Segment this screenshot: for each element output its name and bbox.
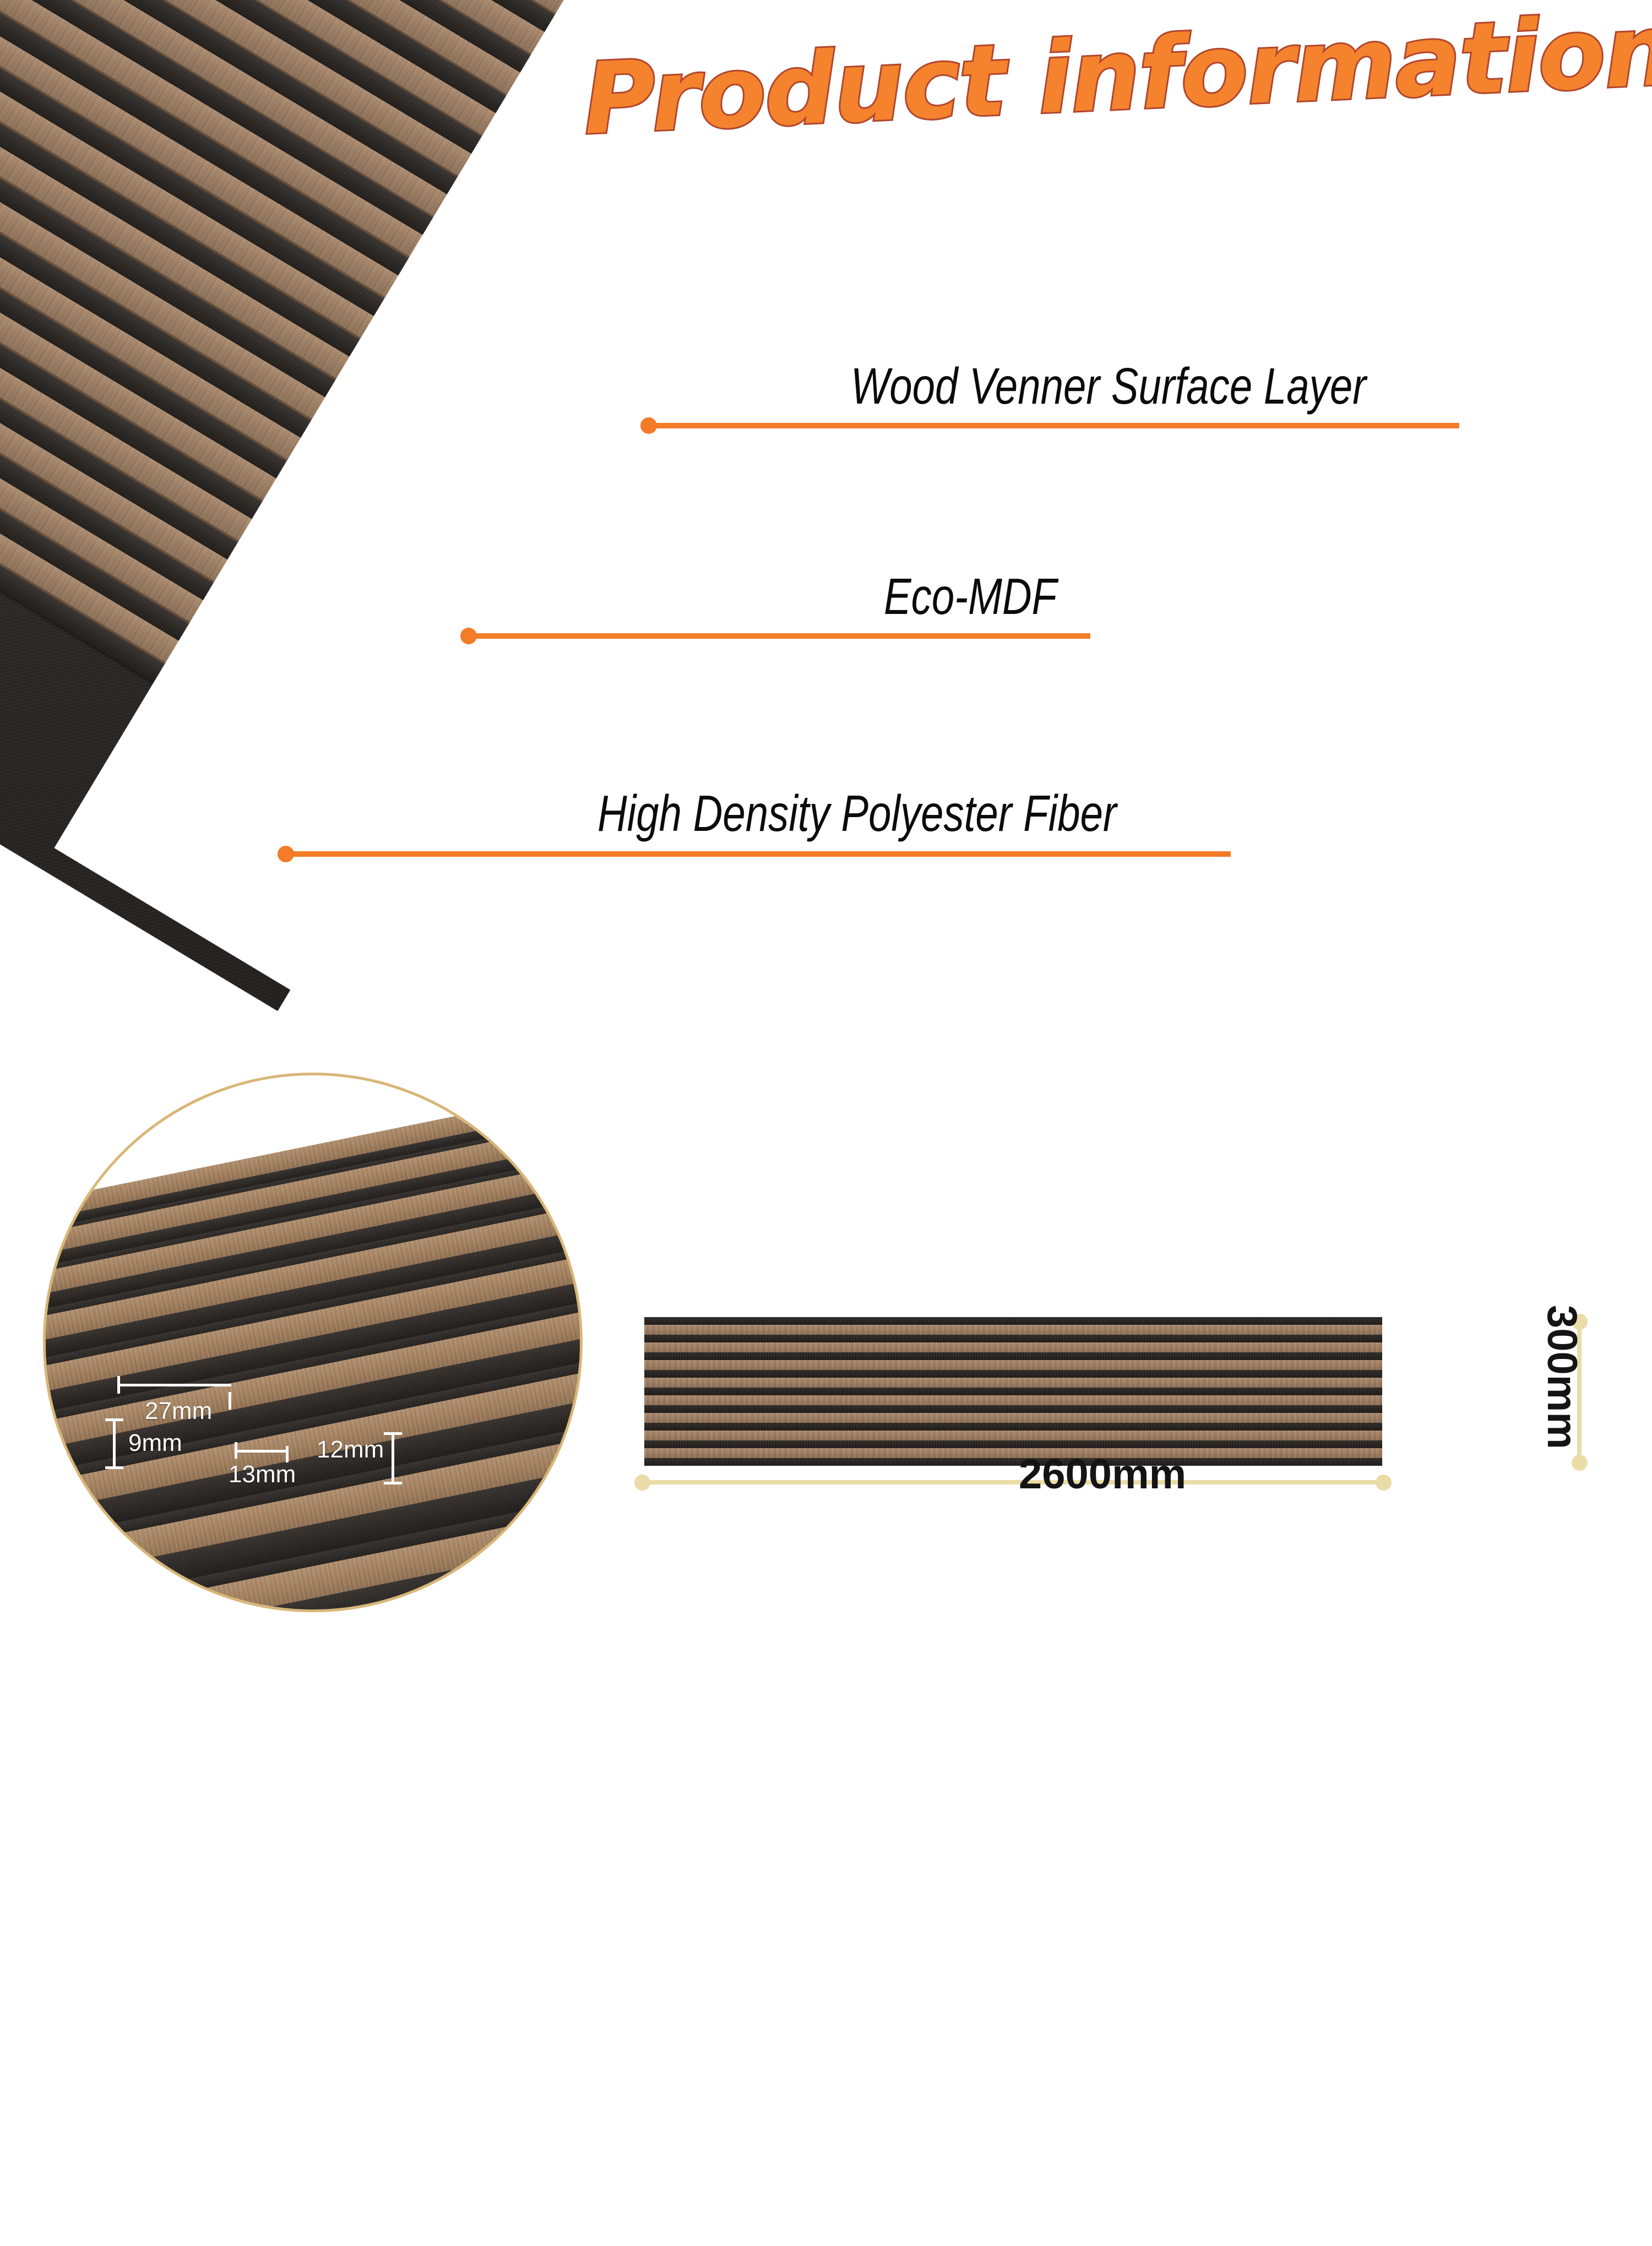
dim-text-13mm: 13mm — [229, 1461, 296, 1488]
leader-line-wood-veneer — [650, 423, 1459, 428]
dim-cap-13mm-left — [235, 1442, 237, 1459]
dim-dot-2600mm-right — [1376, 1475, 1392, 1491]
panel-groove — [644, 1458, 1382, 1466]
dim-line-2600mm — [643, 1480, 1383, 1484]
panel-wood-slat — [644, 1325, 1382, 1335]
callout-label-polyester-fiber: High Density Polyester Fiber — [597, 785, 1117, 842]
dim-text-2600mm: 2600mm — [1019, 1451, 1187, 1498]
infographic-canvas: Product information Wood Venner Surface … — [0, 0, 1652, 1652]
dim-line-9mm — [113, 1420, 116, 1468]
panel-groove — [644, 1440, 1382, 1448]
leader-dot-eco-mdf — [460, 628, 477, 644]
dim-text-27mm: 27mm — [145, 1397, 213, 1424]
panel-wood-slat — [644, 1448, 1382, 1458]
panel-wood-slat — [644, 1413, 1382, 1423]
panel-groove — [644, 1405, 1382, 1413]
panel-wood-slat — [644, 1342, 1382, 1352]
dim-text-12mm: 12mm — [317, 1436, 384, 1463]
dim-line-27mm — [118, 1384, 231, 1386]
dim-text-300mm: 300mm — [1539, 1305, 1585, 1449]
panel-groove — [644, 1388, 1382, 1395]
dim-line-300mm — [1577, 1322, 1582, 1462]
dim-line-13mm — [236, 1450, 288, 1453]
dim-dot-2600mm-left — [634, 1475, 650, 1491]
flat-panel-preview — [644, 1317, 1382, 1466]
leader-dot-wood-veneer — [640, 417, 657, 434]
dim-line-12mm — [392, 1433, 394, 1484]
panel-wood-slat — [644, 1360, 1382, 1370]
dim-cap-9mm-top — [105, 1418, 123, 1421]
dim-dot-300mm-bottom — [1572, 1455, 1588, 1471]
dim-cap-9mm-bottom — [105, 1466, 123, 1469]
dim-cap-27mm-left — [117, 1376, 120, 1394]
panel-wood-slat — [644, 1431, 1382, 1440]
leader-line-eco-mdf — [469, 633, 1090, 639]
panel-wood-slat — [644, 1378, 1382, 1388]
dim-text-9mm: 9mm — [128, 1429, 182, 1456]
panel-groove — [644, 1335, 1382, 1342]
panel-groove — [644, 1352, 1382, 1360]
callout-label-eco-mdf: Eco-MDF — [884, 568, 1057, 625]
panel-groove — [644, 1317, 1382, 1325]
panel-groove — [644, 1423, 1382, 1431]
dim-cap-12mm-top — [384, 1432, 402, 1435]
panel-wood-slat — [644, 1395, 1382, 1405]
leader-dot-polyester-fiber — [278, 846, 294, 862]
dim-cap-27mm-right — [229, 1392, 231, 1410]
callout-label-wood-veneer: Wood Venner Surface Layer — [851, 357, 1367, 415]
panel-groove — [644, 1370, 1382, 1378]
inset-scene — [46, 1075, 580, 1609]
slat-profile-detail-circle: 27mm 9mm 13mm 12mm — [43, 1073, 583, 1612]
leader-line-polyester-fiber — [286, 851, 1231, 857]
dim-cap-13mm-right — [286, 1446, 289, 1462]
dim-dot-300mm-top — [1572, 1314, 1588, 1330]
dim-cap-12mm-bottom — [384, 1482, 402, 1484]
